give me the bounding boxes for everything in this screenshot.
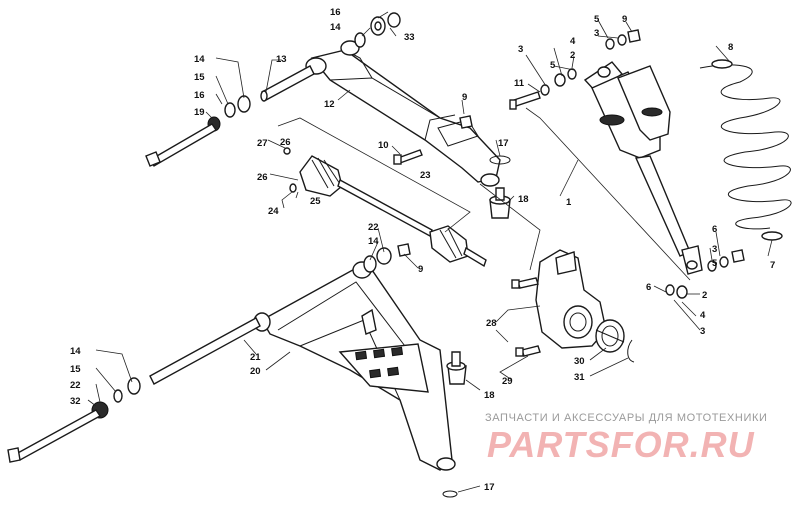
steering-knuckle bbox=[511, 249, 607, 357]
callout-32: 32 bbox=[70, 396, 81, 407]
callout-18: 18 bbox=[484, 390, 495, 401]
callout-5: 5 bbox=[550, 60, 556, 71]
coil-spring bbox=[699, 59, 792, 241]
shock-hardware bbox=[509, 29, 745, 299]
upper-arm-bushings bbox=[354, 12, 401, 48]
callout-25: 25 bbox=[310, 196, 321, 207]
callout-9: 9 bbox=[418, 264, 423, 275]
lower-ball-joint bbox=[446, 351, 467, 385]
callout-28: 28 bbox=[486, 318, 497, 329]
callout-14: 14 bbox=[368, 236, 379, 247]
callout-labels: 16 14 33 14 13 15 16 19 12 9 27 26 10 17… bbox=[70, 7, 775, 493]
callout-30: 30 bbox=[574, 356, 585, 367]
callout-16: 16 bbox=[194, 90, 205, 101]
callout-14: 14 bbox=[70, 346, 81, 357]
callout-3: 3 bbox=[700, 326, 705, 337]
callout-16: 16 bbox=[330, 7, 341, 18]
callout-26: 26 bbox=[280, 137, 291, 148]
upper-ball-joint bbox=[489, 155, 511, 219]
callout-23: 23 bbox=[420, 170, 431, 181]
watermark-logo: PARTSFOR.RU bbox=[487, 424, 755, 465]
callout-2: 2 bbox=[570, 50, 575, 61]
lower-a-arm bbox=[253, 261, 458, 498]
callout-17: 17 bbox=[498, 138, 509, 149]
callout-2: 2 bbox=[702, 290, 707, 301]
callout-9: 9 bbox=[622, 14, 627, 25]
callout-3: 3 bbox=[518, 44, 523, 55]
bolt-10 bbox=[393, 149, 423, 165]
callout-22: 22 bbox=[70, 380, 81, 391]
callout-5: 5 bbox=[594, 14, 600, 25]
callout-24: 24 bbox=[268, 206, 279, 217]
callout-26: 26 bbox=[257, 172, 268, 183]
callout-4: 4 bbox=[570, 36, 576, 47]
callout-3: 3 bbox=[594, 28, 599, 39]
callout-3: 3 bbox=[712, 244, 717, 255]
callout-6: 6 bbox=[712, 224, 717, 235]
callout-4: 4 bbox=[700, 310, 706, 321]
callout-21: 21 bbox=[250, 352, 261, 363]
callout-19: 19 bbox=[194, 107, 205, 118]
callout-27: 27 bbox=[257, 138, 268, 149]
callout-12: 12 bbox=[324, 99, 335, 110]
callout-15: 15 bbox=[70, 364, 81, 375]
upper-pivot-shaft bbox=[145, 65, 315, 167]
lower-arm-front-bushings bbox=[363, 243, 411, 273]
callout-22: 22 bbox=[368, 222, 379, 233]
callout-6: 6 bbox=[646, 282, 651, 293]
callout-17: 17 bbox=[484, 482, 495, 493]
upper-a-arm bbox=[305, 40, 501, 187]
callout-13: 13 bbox=[276, 54, 287, 65]
callout-14: 14 bbox=[330, 22, 341, 33]
lower-pivot-shaft bbox=[7, 317, 261, 463]
callout-14: 14 bbox=[194, 54, 205, 65]
callout-8: 8 bbox=[728, 42, 733, 53]
callout-9: 9 bbox=[462, 92, 467, 103]
cv-axle bbox=[283, 147, 487, 268]
callout-7: 7 bbox=[770, 260, 775, 271]
callout-20: 20 bbox=[250, 366, 261, 377]
shock-absorber bbox=[583, 61, 703, 275]
nut-9-upper bbox=[459, 115, 473, 129]
callout-18: 18 bbox=[518, 194, 529, 205]
callout-10: 10 bbox=[378, 140, 389, 151]
watermark-caption: ЗАПЧАСТИ И АКСЕССУАРЫ ДЛЯ МОТОТЕХНИКИ bbox=[485, 412, 768, 424]
callout-29: 29 bbox=[502, 376, 513, 387]
leader-lines bbox=[87, 11, 773, 493]
callout-1: 1 bbox=[566, 197, 572, 208]
callout-15: 15 bbox=[194, 72, 205, 83]
callout-11: 11 bbox=[514, 78, 525, 89]
wheel-bearing bbox=[595, 319, 635, 363]
callout-33: 33 bbox=[404, 32, 415, 43]
callout-5: 5 bbox=[712, 258, 718, 269]
callout-31: 31 bbox=[574, 372, 585, 383]
